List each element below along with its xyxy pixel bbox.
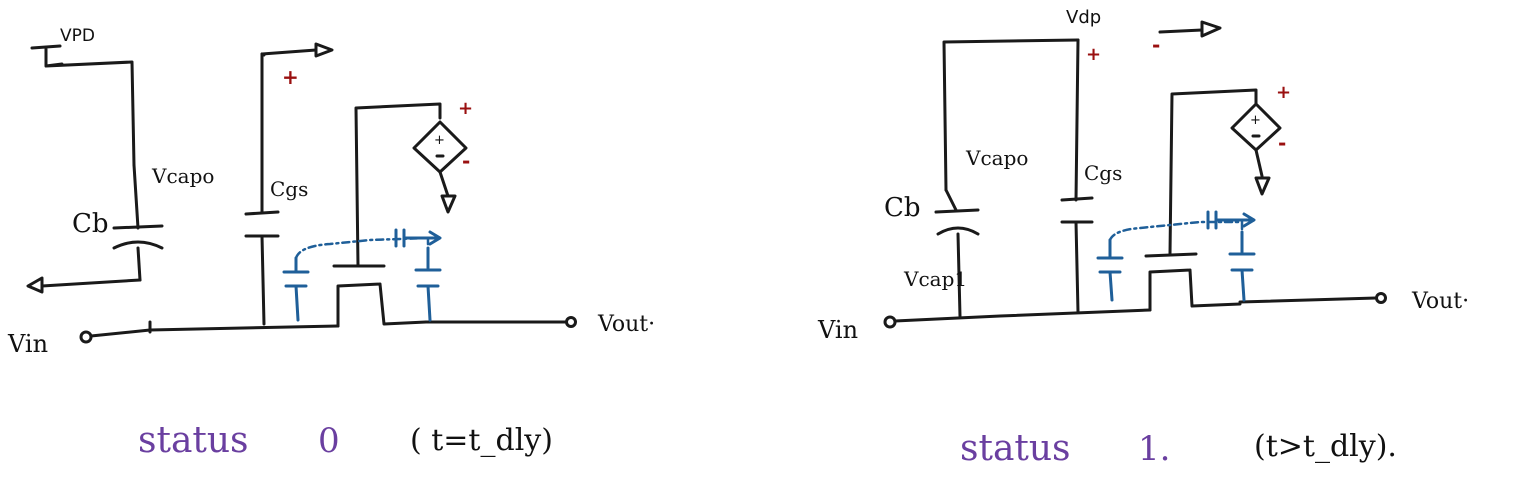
parasitic-cap-gate-source-left <box>282 256 310 322</box>
source-ground-arrow-icon-left <box>440 194 457 214</box>
status1-word: status <box>960 428 1071 469</box>
vout-label-left: Vout· <box>597 312 655 337</box>
vcap0-label-right: Vcapo <box>965 146 1028 170</box>
vout-terminal-left <box>565 316 577 328</box>
cb-label-right: Cb <box>884 193 921 223</box>
vin-terminal-left <box>79 330 93 344</box>
source-inner-plus-right: + <box>1250 113 1261 128</box>
source-bottom-wire-left <box>438 170 450 198</box>
vdd-plus-sign-right: + <box>1086 44 1101 65</box>
status0-circuit: VPD Vcapo Cb + Cgs Vin Vout· + <box>7 26 655 358</box>
source-ground-arrow-icon-right <box>1254 176 1271 196</box>
parasitic-cap-gate-source-right <box>1096 238 1124 302</box>
parasitic-arrow-icon-right <box>1214 212 1256 228</box>
vdd-label-right: Vdp <box>1066 7 1101 28</box>
cgs-label-left: Cgs <box>270 177 308 201</box>
vin-label-left: Vin <box>7 330 48 358</box>
vdd-supply-symbol-left <box>30 44 136 167</box>
source-bottom-wire-right <box>1254 148 1264 178</box>
parasitic-cap-gate-drain-right <box>1228 230 1256 302</box>
cgs-top-node-dot-left <box>260 52 266 57</box>
source-plus-sign-right: + <box>1276 82 1291 103</box>
status1-circuit: Vdp + - Vcapo Cb Vcap1 Cgs Vin Vout· + +… <box>817 7 1469 344</box>
vdd-label-left: VPD <box>60 26 95 46</box>
left-terminal-arrow-icon <box>26 276 44 294</box>
source-minus-sign-right: - <box>1278 131 1286 155</box>
cb-capacitor-left <box>112 224 164 282</box>
cgs-capacitor-left <box>244 210 280 326</box>
parasitic-dashed-link-left <box>294 236 430 260</box>
parasitic-dashed-link-right <box>1108 220 1244 242</box>
vdd-arrow-right <box>1158 28 1204 34</box>
vin-bus-right <box>893 308 1152 323</box>
vcap0-label-left: Vcapo <box>151 164 214 188</box>
cgs-top-wire-right <box>1074 38 1080 202</box>
status0-condition: ( t=t_dly) <box>410 423 553 458</box>
status1-number: 1. <box>1138 429 1170 469</box>
vdd-minus-sign-right: - <box>1152 33 1160 57</box>
parasitic-arrow-icon-left <box>402 230 442 246</box>
parasitic-cap-gate-drain-left <box>414 246 442 322</box>
cb-label-left: Cb <box>72 209 109 239</box>
transistor-left <box>332 102 442 328</box>
cgs-top-arrow-icon-left <box>314 42 334 58</box>
source-inner-plus-left: + <box>434 133 445 148</box>
vout-terminal-right <box>1375 292 1387 304</box>
cb-bottom-wire-left <box>40 278 142 288</box>
transistor-right <box>1144 88 1258 312</box>
source-plus-sign-left: + <box>458 98 473 119</box>
status1-condition: (t>t_dly). <box>1254 429 1397 464</box>
vout-wire-right <box>1238 296 1378 304</box>
vout-label-right: Vout· <box>1411 289 1469 314</box>
vcap0-wire-left <box>132 163 140 230</box>
vdd-top-wire-right <box>942 38 1080 192</box>
vcap0-wire-right <box>944 188 958 212</box>
source-minus-sign-left: - <box>462 149 470 173</box>
status0-number: 0 <box>318 421 340 461</box>
status0-word: status <box>138 420 249 461</box>
vcap1-label-right: Vcap1 <box>903 267 967 291</box>
vin-bus-left <box>89 324 340 338</box>
cgs-plus-sign-left: + <box>282 65 299 89</box>
vin-terminal-right <box>883 315 897 329</box>
cgs-capacitor-right <box>1060 196 1094 314</box>
vdd-arrow-icon-right <box>1200 20 1222 38</box>
cgs-label-right: Cgs <box>1084 161 1122 185</box>
vin-label-right: Vin <box>817 316 858 344</box>
cb-capacitor-right <box>934 208 980 318</box>
